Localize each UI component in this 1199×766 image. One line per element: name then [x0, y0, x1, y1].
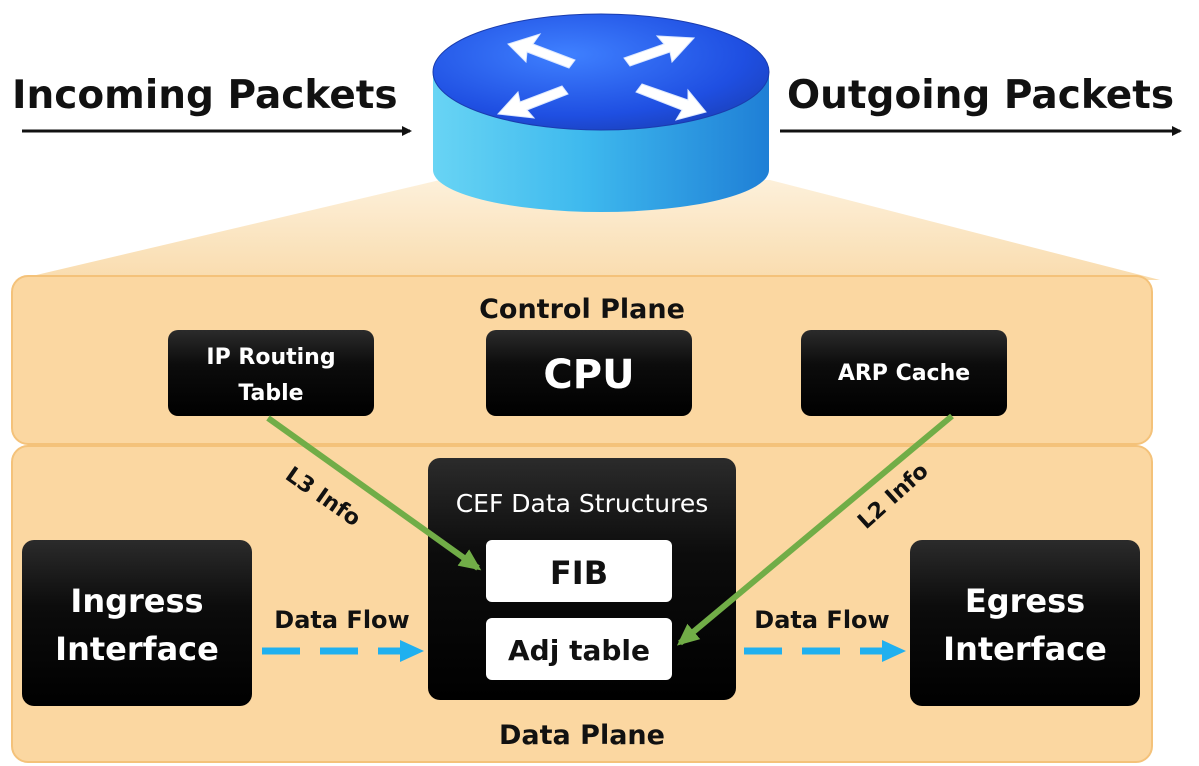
- cef-title: CEF Data Structures: [456, 489, 709, 518]
- adj-table-label: Adj table: [508, 634, 650, 667]
- projection-beam: [15, 180, 1160, 280]
- control-plane-title: Control Plane: [479, 294, 685, 325]
- incoming-packets-label: Incoming Packets: [12, 73, 398, 118]
- l3-info-arrow: [266, 415, 482, 571]
- arp-cache-label: ARP Cache: [838, 361, 970, 386]
- arp-cache-box: ARP Cache: [801, 330, 1007, 416]
- ingress-line2: Interface: [55, 630, 219, 668]
- data-flow-label-left: Data Flow: [274, 606, 409, 634]
- router-icon: [432, 13, 770, 212]
- fib-box: [486, 540, 672, 602]
- outgoing-packets-label: Outgoing Packets: [787, 73, 1174, 118]
- egress-interface-box: Egress Interface: [910, 540, 1140, 706]
- cpu-box: CPU: [486, 330, 692, 416]
- ingress-interface-box: Ingress Interface: [22, 540, 252, 706]
- egress-line1: Egress: [965, 582, 1085, 620]
- adj-table-box: [486, 618, 672, 680]
- ip-routing-table-box: IP Routing Table: [168, 330, 374, 416]
- data-plane-title: Data Plane: [499, 720, 665, 751]
- l2-info-arrow: [676, 413, 954, 646]
- ingress-line1: Ingress: [70, 582, 203, 620]
- data-flow-label-right: Data Flow: [754, 606, 889, 634]
- fib-label: FIB: [550, 554, 608, 592]
- cpu-label: CPU: [543, 352, 634, 398]
- ip-routing-table-line2: Table: [238, 381, 303, 406]
- cef-data-structures-box: CEF Data Structures FIB Adj table: [428, 458, 736, 700]
- ip-routing-table-line1: IP Routing: [206, 345, 335, 370]
- egress-line2: Interface: [943, 630, 1107, 668]
